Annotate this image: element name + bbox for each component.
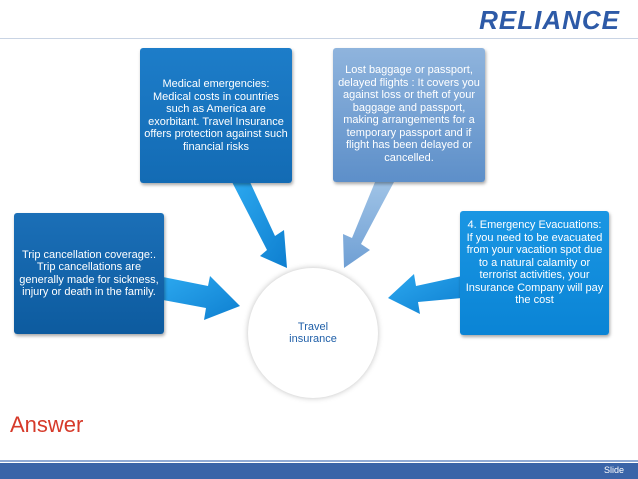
arrow-right <box>388 274 462 314</box>
box-trip-cancellation: Trip cancellation coverage:. Trip cancel… <box>14 213 164 334</box>
arrow-top-right <box>343 182 394 268</box>
logo-text: RELIANCE <box>479 4 620 35</box>
answer-label: Answer <box>10 412 84 437</box>
box-trip-cancellation-text: Trip cancellation coverage:. Trip cancel… <box>19 248 159 299</box>
footer-bar <box>0 463 638 479</box>
center-circle: Travel insurance <box>248 268 378 398</box>
box-medical-emergencies-text: Medical emergencies: Medical costs in co… <box>144 78 288 153</box>
box-lost-baggage-text: Lost baggage or passport, delayed flight… <box>338 64 480 164</box>
header-divider <box>0 38 638 39</box>
box-emergency-evacuations-text: 4. Emergency Evacuations: If you need to… <box>465 219 604 306</box>
slide-label: Slide <box>603 465 624 475</box>
header-bar: RELIANCE <box>0 0 638 40</box>
footer-line <box>0 460 638 462</box>
reliance-logo: RELIANCE <box>479 4 620 35</box>
arrow-top-left <box>232 182 287 268</box>
arrow-left <box>163 276 240 320</box>
center-label: Travel insurance <box>289 320 337 346</box>
box-medical-emergencies: Medical emergencies: Medical costs in co… <box>140 48 292 183</box>
box-lost-baggage: Lost baggage or passport, delayed flight… <box>333 48 485 182</box>
box-emergency-evacuations: 4. Emergency Evacuations: If you need to… <box>460 211 609 335</box>
